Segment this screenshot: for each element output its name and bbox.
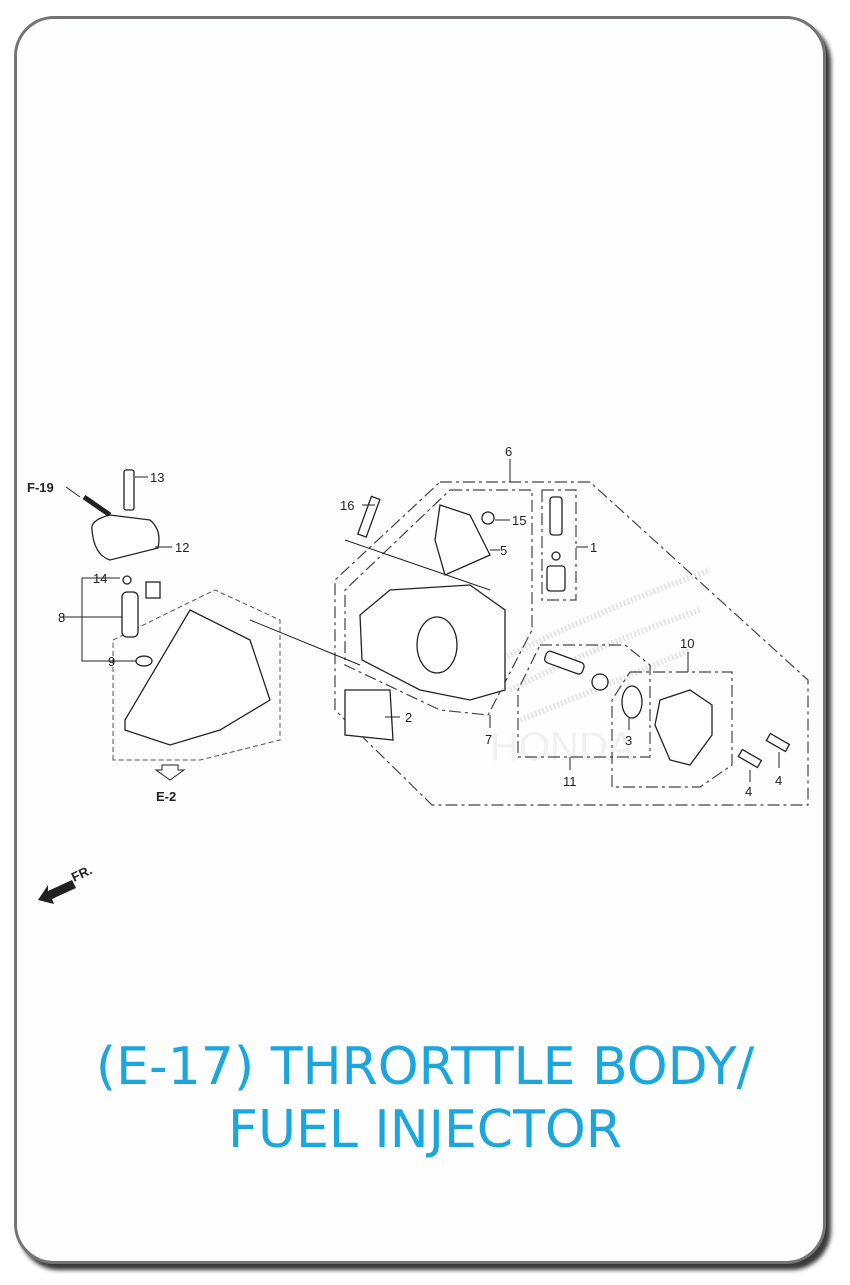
bracket-5 [434, 504, 491, 576]
valve-11 [543, 650, 585, 675]
part-label-7: 7 [485, 732, 492, 747]
fuel-hose [82, 494, 112, 518]
spring-1 [546, 565, 566, 592]
reference-e2: E-2 [156, 789, 176, 804]
spring-11 [591, 673, 609, 691]
page-title-line-2: FUEL INJECTOR [228, 1100, 622, 1160]
part-label-9: 9 [108, 654, 115, 669]
o-ring-3 [621, 685, 643, 719]
part-label-2: 2 [405, 710, 412, 725]
o-ring-1 [551, 551, 561, 561]
front-arrow-icon [38, 880, 76, 904]
fuel-rail-12 [91, 514, 160, 561]
intake-manifold [124, 609, 271, 746]
honda-watermark: HONDA [490, 567, 712, 769]
part-label-16: 16 [340, 498, 354, 513]
part-label-8: 8 [58, 610, 65, 625]
injector-connector [145, 581, 161, 599]
assembly-1-outline [541, 489, 577, 601]
assembly-6-outline [334, 481, 809, 806]
injector-8 [121, 591, 139, 638]
arrow-down-icon [154, 764, 186, 781]
part-label-6: 6 [505, 444, 512, 459]
bolt-4a [737, 748, 763, 769]
part-label-12: 12 [175, 540, 189, 555]
assembly-11-outline [517, 644, 651, 758]
assembly-7-outline [344, 489, 533, 716]
screw-15 [481, 511, 495, 525]
reference-f19: F-19 [27, 480, 54, 495]
part-label-10: 10 [680, 636, 694, 651]
part-label-13: 13 [150, 470, 164, 485]
seal-9 [135, 655, 153, 667]
part-label-11: 11 [563, 774, 577, 789]
throttle-bore [416, 616, 458, 674]
front-label: FR. [69, 862, 94, 884]
bolt-13 [123, 469, 135, 511]
assembly-10-outline [611, 671, 733, 788]
front-direction-indicator: FR. [38, 862, 94, 904]
part-label-1: 1 [590, 540, 597, 555]
watermark-text: HONDA [490, 725, 635, 769]
part-label-4: 4 [745, 784, 752, 799]
part-label-14: 14 [93, 571, 107, 586]
part-label-5: 5 [500, 543, 507, 558]
gasket-2 [344, 689, 394, 741]
part-label-15: 15 [512, 513, 526, 528]
part-label-3: 3 [625, 733, 632, 748]
part-labels: 1 2 3 4 4 5 6 7 8 9 10 11 12 13 14 15 16… [27, 444, 782, 804]
part-label-4: 4 [775, 773, 782, 788]
page-title-line-1: (E-17) THRORTTLE BODY/ [95, 1037, 755, 1097]
sensor-10 [654, 689, 713, 766]
bolt-4b [765, 732, 791, 753]
screw-1 [549, 496, 563, 536]
o-ring-14 [122, 575, 132, 585]
bolt-16 [356, 495, 381, 538]
